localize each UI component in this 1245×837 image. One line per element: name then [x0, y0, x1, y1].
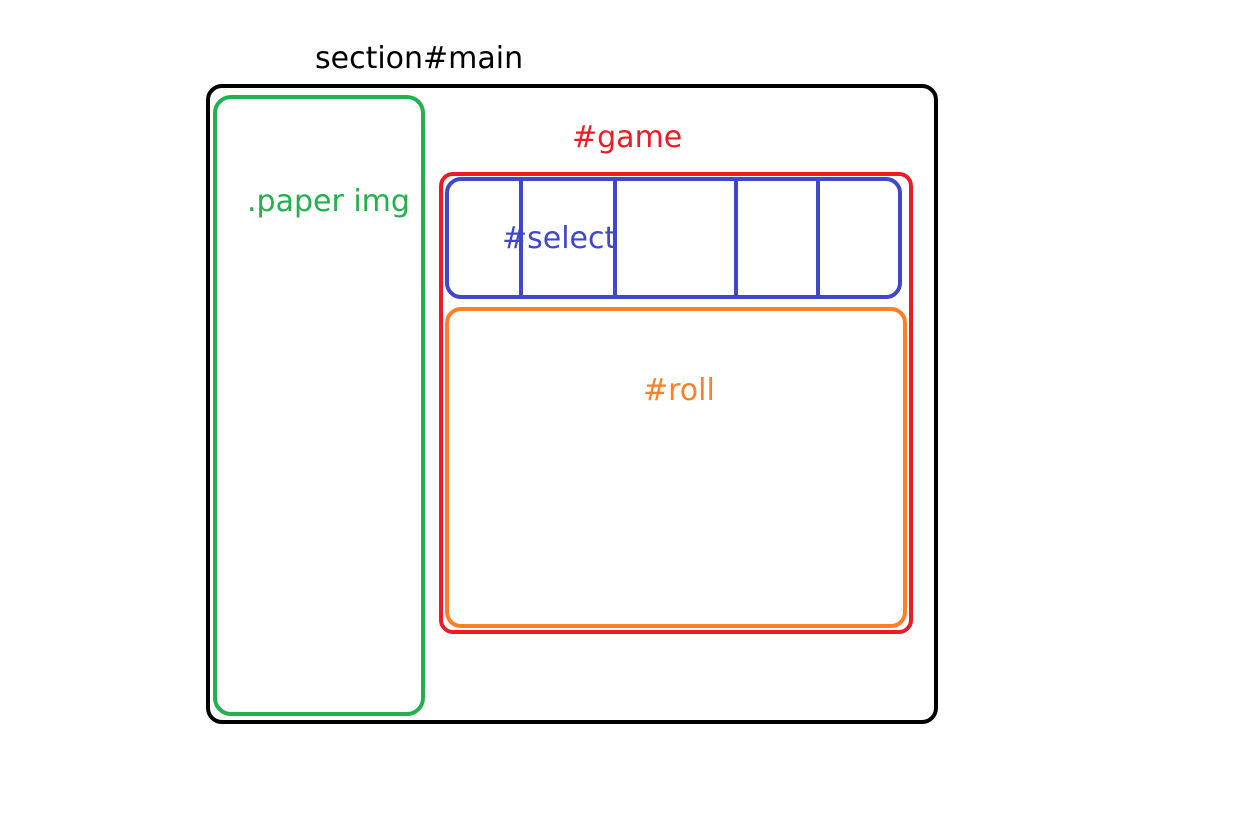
select-divider: [816, 181, 820, 295]
roll-label: #roll: [643, 373, 715, 408]
main-label: section#main: [315, 41, 524, 76]
main-box: [206, 84, 938, 724]
select-box: [445, 177, 902, 299]
roll-box: [445, 307, 907, 628]
game-box: [439, 172, 913, 634]
select-divider: [734, 181, 738, 295]
select-label: #select: [502, 221, 617, 256]
select-divider: [613, 181, 617, 295]
paper-label: .paper img: [247, 184, 410, 219]
paper-box: [213, 95, 425, 716]
select-divider: [519, 181, 523, 295]
game-label: #game: [572, 120, 683, 155]
